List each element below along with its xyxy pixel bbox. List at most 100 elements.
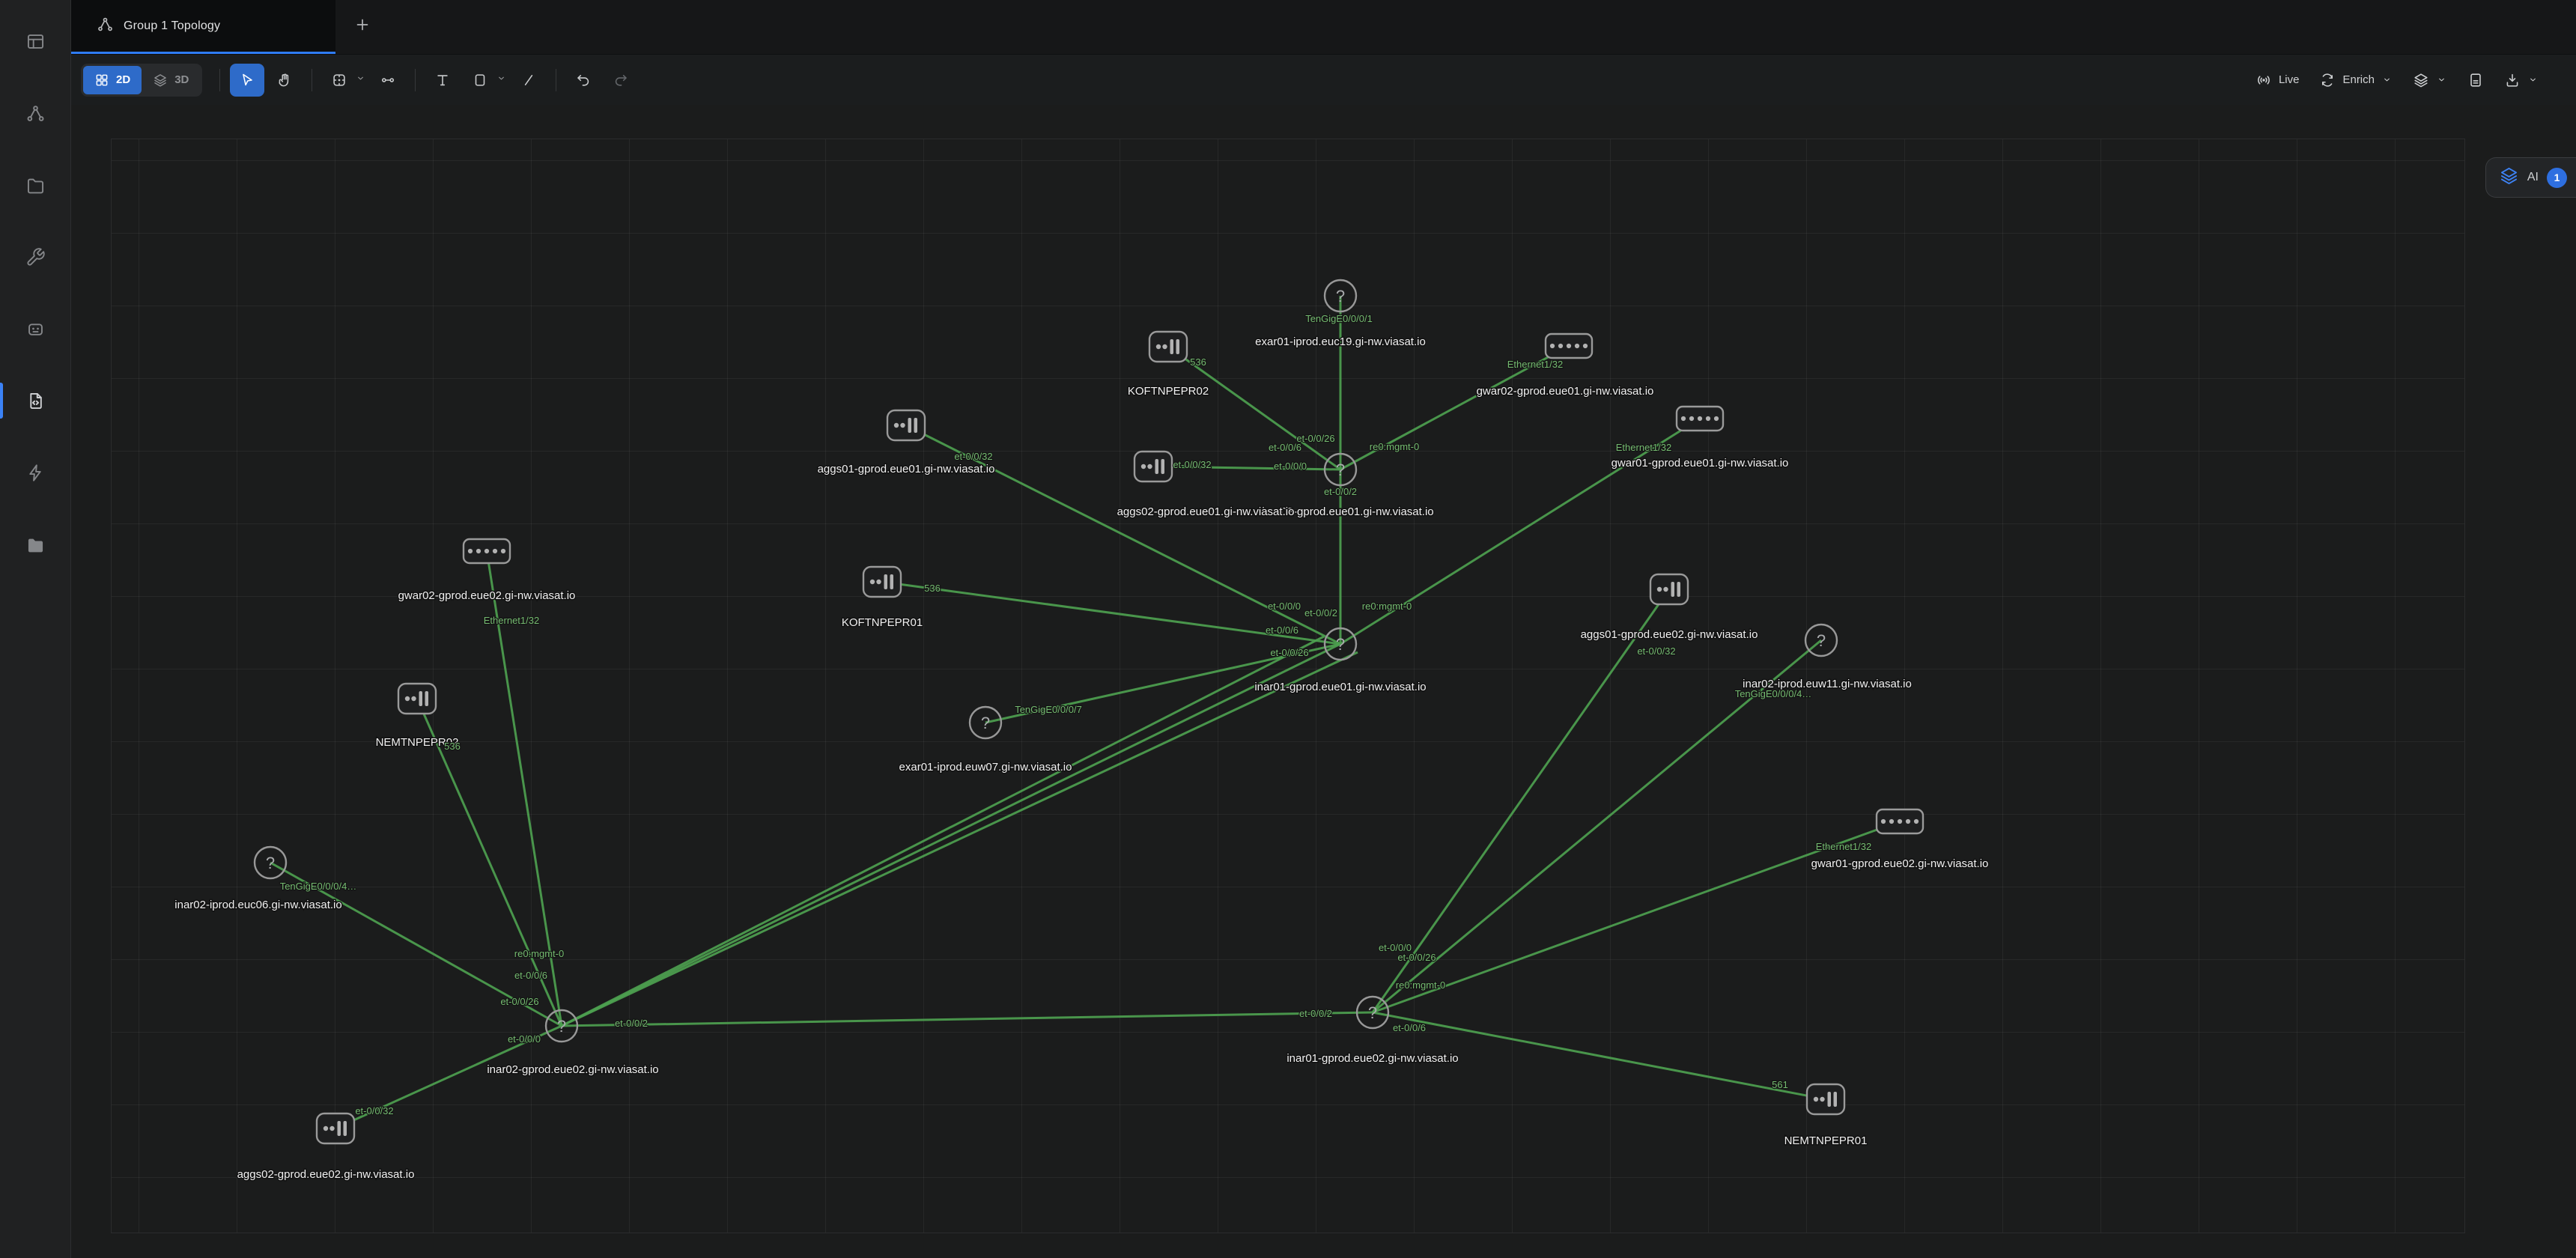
topology-link[interactable] bbox=[561, 651, 1358, 1027]
question-mark: ? bbox=[1336, 461, 1345, 479]
node-aggs01-eue02[interactable] bbox=[1649, 573, 1689, 606]
topology-link[interactable] bbox=[561, 635, 1325, 1027]
sidebar-item-automation[interactable] bbox=[0, 437, 71, 508]
export-button[interactable] bbox=[2504, 72, 2539, 88]
topology-link[interactable] bbox=[270, 861, 562, 1027]
chevron-down-icon[interactable] bbox=[355, 73, 366, 88]
topology-link[interactable] bbox=[1152, 465, 1341, 471]
sidebar-item-code-file[interactable] bbox=[0, 365, 71, 437]
panel-dot bbox=[467, 548, 473, 554]
node-aggs02-eue02[interactable] bbox=[315, 1112, 356, 1145]
line-tool-button[interactable] bbox=[511, 64, 546, 97]
topology-link[interactable] bbox=[335, 1024, 562, 1130]
redo-tool-button[interactable] bbox=[604, 64, 638, 97]
undo-tool-button[interactable] bbox=[566, 64, 601, 97]
switch-device-icon bbox=[886, 409, 926, 442]
new-tab-button[interactable] bbox=[344, 7, 380, 43]
node-hub-eue01-1[interactable]: ? bbox=[1323, 627, 1358, 661]
ai-panel[interactable]: AI 1 bbox=[2485, 157, 2576, 198]
layers-button[interactable] bbox=[2413, 72, 2447, 88]
topology-canvas[interactable]: ????????exar01-iprod.euc19.gi-nw.viasat.… bbox=[71, 105, 2576, 1258]
topology-link[interactable] bbox=[1372, 820, 1901, 1014]
node-euc19[interactable]: ? bbox=[1323, 279, 1358, 313]
switch-dot bbox=[323, 1125, 329, 1131]
node-gwar01-eue02[interactable] bbox=[1875, 808, 1925, 835]
panel-dot bbox=[1574, 343, 1580, 349]
focus-tool-button[interactable] bbox=[322, 64, 356, 97]
node-nemt01[interactable] bbox=[1805, 1083, 1846, 1116]
view-toggle-2d[interactable]: 2D bbox=[83, 65, 142, 94]
sidebar-item-topology[interactable] bbox=[0, 77, 71, 149]
node-label: NEMTNPEPR02 bbox=[376, 736, 459, 749]
shape-tool-button[interactable] bbox=[463, 64, 497, 97]
switch-dot bbox=[876, 579, 881, 585]
topology-link[interactable] bbox=[1340, 417, 1701, 645]
node-aggs02-eue01[interactable] bbox=[1133, 450, 1173, 483]
link-tool-button[interactable] bbox=[371, 64, 405, 97]
topology-link[interactable] bbox=[485, 550, 563, 1027]
node-koft01[interactable] bbox=[862, 565, 902, 598]
port-label: et-0/0/32 bbox=[1173, 459, 1211, 470]
sidebar-item-panels[interactable] bbox=[0, 5, 71, 77]
node-aggs01-eue01[interactable] bbox=[886, 409, 926, 442]
switch-device-icon bbox=[862, 565, 902, 598]
panel-dot bbox=[1566, 343, 1572, 349]
panel-dot bbox=[1913, 818, 1919, 824]
toolbar-divider bbox=[219, 68, 221, 91]
select-tool-button[interactable] bbox=[230, 63, 265, 97]
topology-link[interactable] bbox=[1372, 1011, 1826, 1101]
tab-group1-topology[interactable]: Group 1 Topology bbox=[71, 0, 335, 54]
port-label: et-0/0/0 bbox=[508, 1033, 541, 1045]
topology-link[interactable] bbox=[1167, 345, 1341, 471]
layers-icon bbox=[2414, 73, 2428, 87]
topology-link[interactable] bbox=[905, 424, 1341, 645]
topology-link[interactable] bbox=[1340, 344, 1570, 471]
node-hub-eue01-2[interactable]: ? bbox=[1323, 452, 1358, 487]
node-euw11[interactable]: ? bbox=[1804, 623, 1838, 657]
port-label: Ethernet1/32 bbox=[484, 615, 539, 626]
question-mark: ? bbox=[266, 854, 275, 872]
node-gwar02-eue01[interactable] bbox=[1544, 332, 1594, 359]
topology-link[interactable] bbox=[561, 642, 1341, 1027]
switch-bar bbox=[1176, 339, 1179, 354]
view-toggle-3d[interactable]: 3D bbox=[142, 66, 200, 94]
topology-link[interactable] bbox=[1371, 589, 1671, 1013]
switch-device-icon bbox=[1148, 330, 1188, 363]
layout-icon bbox=[27, 34, 44, 49]
node-euw07[interactable]: ? bbox=[968, 705, 1003, 740]
chevron-down-icon[interactable] bbox=[496, 73, 507, 88]
report-button[interactable] bbox=[2467, 72, 2484, 88]
unknown-device-icon bbox=[1355, 995, 1390, 1030]
switch-dot bbox=[329, 1125, 335, 1131]
switch-device-icon bbox=[1649, 573, 1689, 606]
topology-graph[interactable]: ????????exar01-iprod.euc19.gi-nw.viasat.… bbox=[71, 105, 2576, 1258]
node-gwar01-eue01[interactable] bbox=[1675, 405, 1725, 432]
node-label: NEMTNPEPR01 bbox=[1784, 1134, 1868, 1147]
switch-bar bbox=[1827, 1092, 1831, 1107]
question-mark: ? bbox=[981, 714, 990, 732]
live-button[interactable]: Live bbox=[2255, 72, 2299, 88]
topology-link[interactable] bbox=[561, 1011, 1373, 1027]
topology-link[interactable] bbox=[1372, 639, 1822, 1014]
switch-device-icon bbox=[1133, 450, 1173, 483]
topology-link[interactable] bbox=[416, 698, 563, 1027]
pan-tool-button[interactable] bbox=[267, 64, 302, 97]
sidebar-item-assistant[interactable] bbox=[0, 293, 71, 365]
enrich-button[interactable]: Enrich bbox=[2319, 72, 2393, 88]
topology-link[interactable] bbox=[881, 580, 1341, 645]
node-euc06[interactable]: ? bbox=[253, 845, 288, 880]
text-tool-button[interactable] bbox=[425, 64, 460, 97]
node-nemt02[interactable] bbox=[397, 682, 437, 715]
sidebar-item-tools[interactable] bbox=[0, 221, 71, 293]
node-label: gwar02-gprod.eue01.gi-nw.viasat.io bbox=[1477, 385, 1654, 398]
sidebar-item-projects[interactable] bbox=[0, 149, 71, 221]
node-hub-eue02-1[interactable]: ? bbox=[1355, 995, 1390, 1030]
robot-icon bbox=[28, 323, 43, 335]
node-hub-eue02-2[interactable]: ? bbox=[544, 1009, 579, 1043]
node-koft02[interactable] bbox=[1148, 330, 1188, 363]
sidebar-item-library[interactable] bbox=[0, 508, 71, 580]
node-gwar02-eue02[interactable] bbox=[462, 538, 511, 565]
document-icon bbox=[2470, 73, 2481, 87]
